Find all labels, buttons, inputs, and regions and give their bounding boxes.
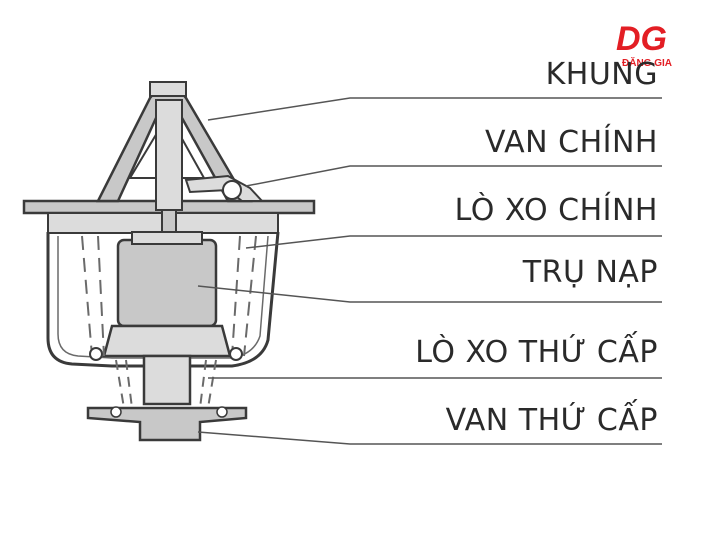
leader-piston [197, 285, 662, 303]
label-piston: TRỤ NẠP [522, 255, 658, 290]
label-main-spring: LÒ XO CHÍNH [454, 193, 658, 228]
label-secondary-valve: VAN THỨ CẤP [445, 403, 658, 438]
secondary-valve-shape [86, 406, 248, 442]
spring-cage [46, 231, 280, 368]
main-spring-coils [81, 235, 257, 357]
label-frame: KHUNG [545, 57, 658, 92]
piston-body [116, 238, 218, 328]
logo-letters: DG [616, 20, 667, 58]
leader-lines [197, 97, 662, 445]
dang-gia-logo: DG ĐĂNG GIA [616, 20, 672, 69]
label-secondary-spring: LÒ XO THỨ CẤP [415, 335, 658, 370]
logo-subtext: ĐĂNG GIA [622, 56, 672, 69]
leader-frame [207, 97, 662, 121]
stem [155, 99, 183, 211]
secondary-spring-coils [115, 359, 217, 409]
leader-main-valve [245, 165, 662, 187]
leader-secondary-valve [197, 431, 662, 445]
leader-main-spring [245, 235, 662, 249]
label-main-valve: VAN CHÍNH [485, 125, 658, 160]
